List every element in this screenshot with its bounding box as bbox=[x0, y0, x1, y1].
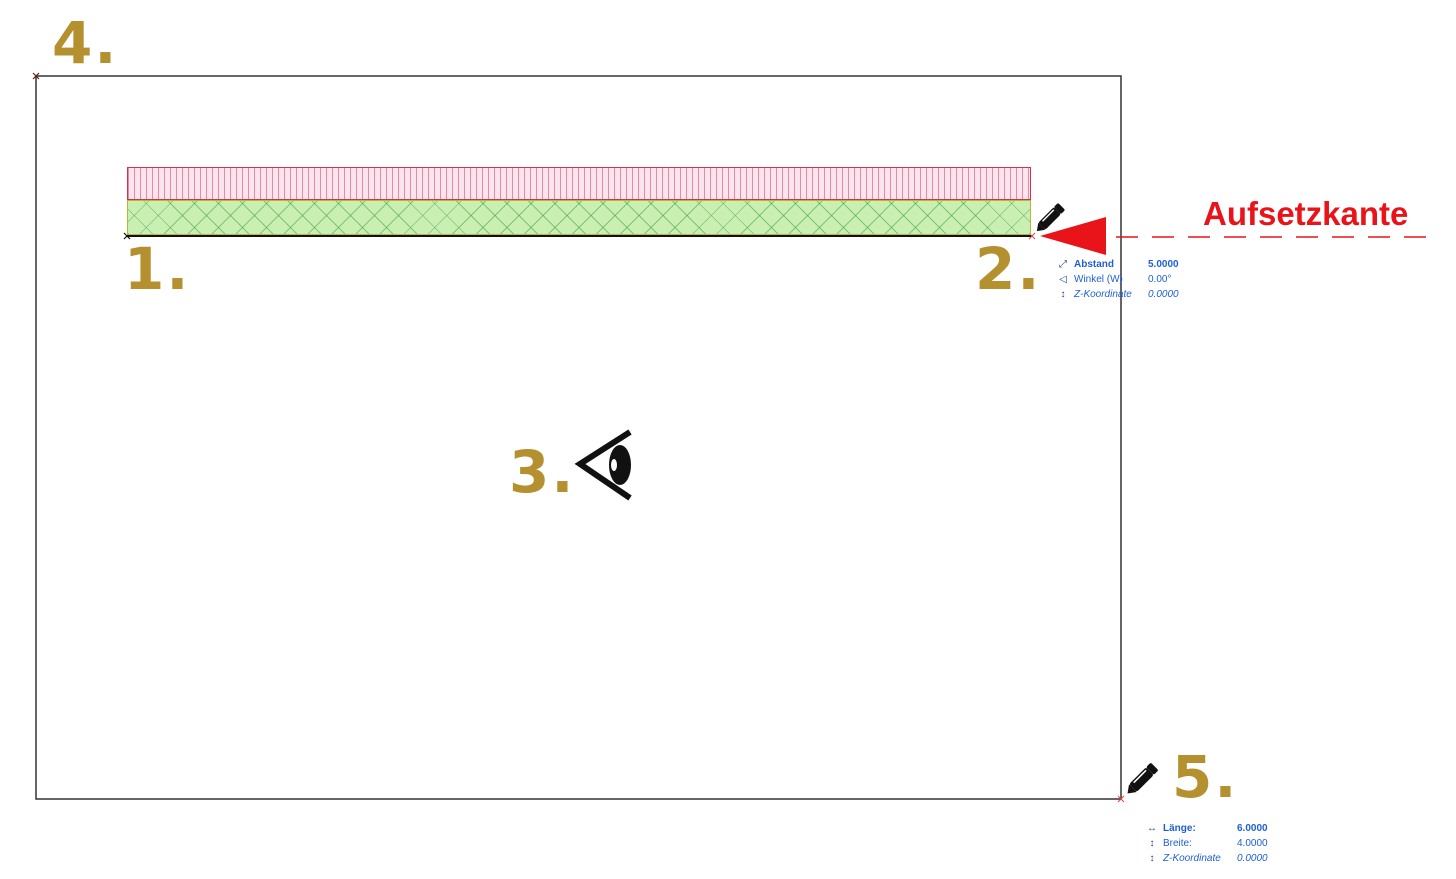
z-label-bottom: Z-Koordinate bbox=[1163, 853, 1221, 864]
tracker-row-distance: ⤢ Abstand 5.0000 bbox=[1056, 257, 1179, 272]
z-label: Z-Koordinate bbox=[1074, 289, 1132, 300]
slab-reference-edge[interactable] bbox=[127, 235, 1031, 237]
pencil-icon bbox=[1036, 203, 1065, 232]
slab-top-layer[interactable] bbox=[127, 167, 1031, 200]
width-label: Breite: bbox=[1163, 838, 1192, 849]
tracker-row-width: ↕ Breite: 4.0000 bbox=[1145, 836, 1268, 851]
step-3-label: 3. bbox=[509, 438, 576, 506]
z-value[interactable]: 0.0000 bbox=[1148, 289, 1179, 300]
angle-icon: ◁ bbox=[1059, 274, 1067, 285]
eye-cursor-icon bbox=[574, 429, 632, 501]
tracker-info-distance: ⤢ Abstand 5.0000 ◁ Winkel (W) 0.00° ↕ Z-… bbox=[1056, 257, 1179, 302]
width-value[interactable]: 4.0000 bbox=[1237, 838, 1268, 849]
angle-label: Winkel (W) bbox=[1074, 274, 1123, 285]
tracker-row-angle: ◁ Winkel (W) 0.00° bbox=[1056, 272, 1179, 287]
z-coordinate-icon: ↕ bbox=[1060, 289, 1066, 300]
corner-marker-bottom-right bbox=[1117, 795, 1125, 803]
step-1-label: 1. bbox=[124, 235, 191, 303]
length-label: Länge: bbox=[1163, 823, 1196, 834]
length-value[interactable]: 6.0000 bbox=[1237, 823, 1268, 834]
angle-value[interactable]: 0.00° bbox=[1148, 274, 1172, 285]
distance-label: Abstand bbox=[1074, 259, 1114, 270]
pencil-icon bbox=[1127, 763, 1158, 794]
step-5-label: 5. bbox=[1172, 743, 1239, 811]
corner-marker-top-left bbox=[32, 72, 40, 80]
vertical-arrow-icon: ↕ bbox=[1149, 838, 1155, 849]
tracker-row-z: ↕ Z-Koordinate 0.0000 bbox=[1056, 287, 1179, 302]
tracker-info-size: ↔ Länge: 6.0000 ↕ Breite: 4.0000 ↕ Z-Koo… bbox=[1145, 821, 1268, 866]
diagonal-arrow-icon: ⤢ bbox=[1059, 259, 1067, 270]
tracker-row-z-bottom: ↕ Z-Koordinate 0.0000 bbox=[1145, 851, 1268, 866]
distance-value[interactable]: 5.0000 bbox=[1148, 259, 1179, 270]
slab-bottom-layer[interactable] bbox=[127, 200, 1031, 235]
z-value-bottom[interactable]: 0.0000 bbox=[1237, 853, 1268, 864]
horizontal-arrow-icon: ↔ bbox=[1147, 823, 1157, 834]
step-2-label: 2. bbox=[975, 235, 1042, 303]
z-coordinate-icon: ↕ bbox=[1149, 853, 1155, 864]
tracker-row-length: ↔ Länge: 6.0000 bbox=[1145, 821, 1268, 836]
edge-label: Aufsetzkante bbox=[1203, 195, 1409, 232]
step-4-label: 4. bbox=[52, 9, 119, 77]
room-rectangle[interactable] bbox=[35, 75, 1122, 800]
edge-arrow bbox=[1040, 217, 1106, 255]
